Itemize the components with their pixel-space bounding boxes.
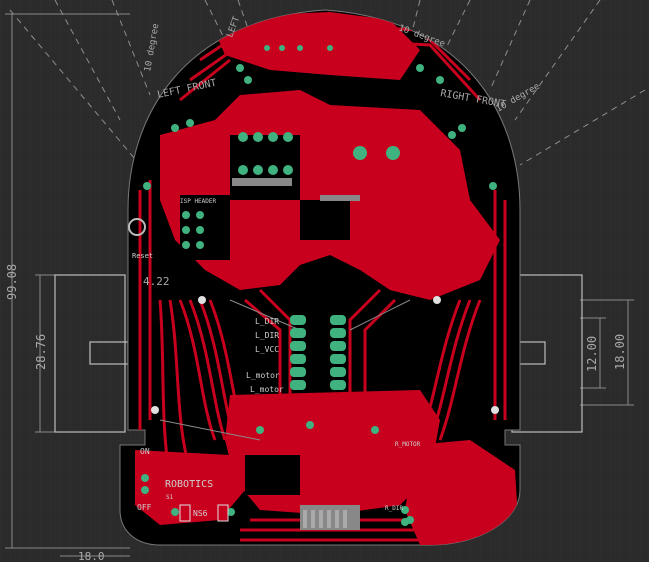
- copper-layer: [135, 12, 518, 545]
- silk-off: OFF: [137, 503, 152, 512]
- silk-r-label: R_MOTOR: [395, 441, 421, 448]
- silk-l-dir: L_DIR: [255, 317, 279, 326]
- silk-l-motor-2: L_motor: [250, 385, 284, 394]
- silk-isp-header: ISP HEADER: [180, 198, 217, 205]
- dim-small-offset: 4.22: [143, 275, 170, 288]
- silk-on: ON: [140, 447, 150, 456]
- silk-brand: ROBOTICS: [165, 479, 213, 490]
- dim-motor-height: 28.76: [34, 334, 48, 370]
- dim-right-inner: 12.00: [585, 336, 599, 372]
- silk-l-dir-2: L_DIR: [255, 331, 279, 340]
- silk-ns6: NS6: [193, 509, 208, 518]
- silk-r-dir: R_DIR: [385, 505, 403, 512]
- silk-s1: S1: [166, 494, 174, 501]
- silk-reset: Reset: [132, 252, 153, 260]
- silk-l-motor: L_motor: [246, 371, 280, 380]
- silk-l-vcc: L_VCC: [255, 345, 279, 354]
- pad-group: [128, 45, 499, 526]
- dim-bottom: 18.0: [78, 550, 105, 562]
- dim-right-outer: 18.00: [613, 334, 627, 370]
- dim-total-height: 99.08: [5, 264, 19, 300]
